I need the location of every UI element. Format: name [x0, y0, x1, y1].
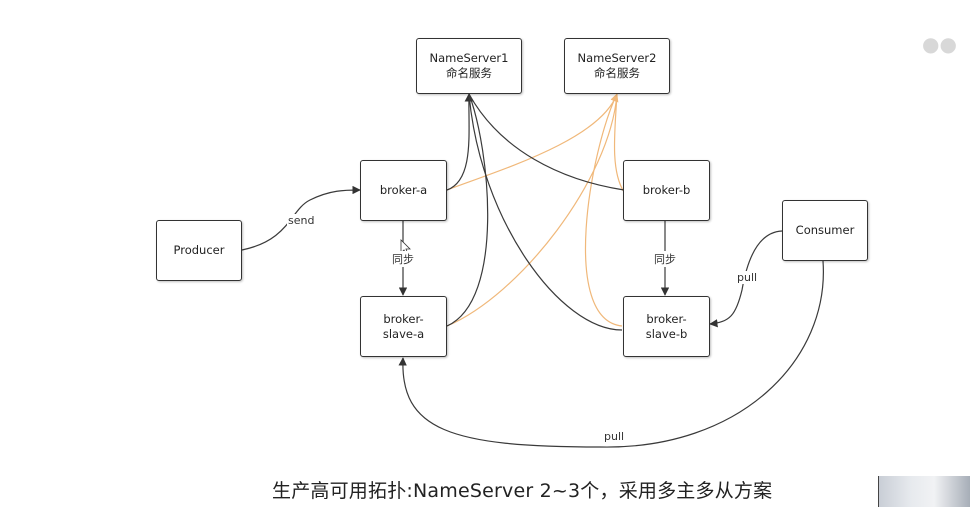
node-broker-b: broker-b [623, 160, 710, 221]
edge-pull-a [398, 260, 824, 448]
edge-label-pull-b: pull [736, 271, 759, 284]
nameserver2-subtitle: 命名服务 [594, 66, 640, 80]
edge-slave-b-to-nameserver1 [468, 93, 623, 331]
edge-label-pull-a: pull [603, 430, 626, 443]
broker-a-label: broker-a [379, 183, 428, 197]
broker-slave-b-line1: broker- [646, 311, 687, 326]
node-producer: Producer [156, 220, 242, 281]
broker-slave-a-line2: slave-a [382, 326, 425, 341]
edge-label-sync-a: 同步 [391, 251, 415, 267]
edge-slave-b-to-nameserver2 [584, 93, 623, 327]
edge-slave-a-to-nameserver1 [446, 93, 489, 327]
edge-broker-a-to-nameserver1 [446, 93, 473, 191]
edge-broker-b-to-nameserver1 [468, 93, 625, 191]
nameserver2-title: NameServer2 [577, 51, 657, 65]
nameserver1-title: NameServer1 [429, 51, 509, 65]
watermark-logo-icon: ●● [922, 32, 957, 56]
diagram-caption: 生产高可用拓扑:NameServer 2~3个，采用多主多从方案 [272, 480, 773, 502]
consumer-label: Consumer [795, 223, 855, 237]
broker-b-label: broker-b [642, 183, 691, 197]
broker-slave-a-line1: broker- [383, 311, 424, 326]
edge-broker-b-to-nameserver2 [613, 93, 625, 193]
edge-send [241, 185, 361, 251]
node-nameserver2: NameServer2 命名服务 [564, 38, 670, 94]
node-broker-a: broker-a [360, 160, 447, 221]
node-broker-slave-b: broker- slave-b [623, 296, 710, 357]
producer-label: Producer [173, 243, 225, 257]
node-nameserver1: NameServer1 命名服务 [416, 38, 522, 94]
nameserver1-subtitle: 命名服务 [446, 66, 492, 80]
edge-label-sync-b: 同步 [653, 251, 677, 267]
broker-slave-b-line2: slave-b [645, 326, 688, 341]
node-consumer: Consumer [782, 200, 868, 261]
edge-label-send: send [287, 214, 316, 227]
webcam-overlay [878, 476, 970, 507]
node-broker-slave-a: broker- slave-a [360, 296, 447, 357]
edge-slave-a-to-nameserver2 [446, 93, 618, 327]
edge-pull-b [709, 230, 783, 328]
edge-broker-a-to-nameserver2 [446, 93, 619, 191]
